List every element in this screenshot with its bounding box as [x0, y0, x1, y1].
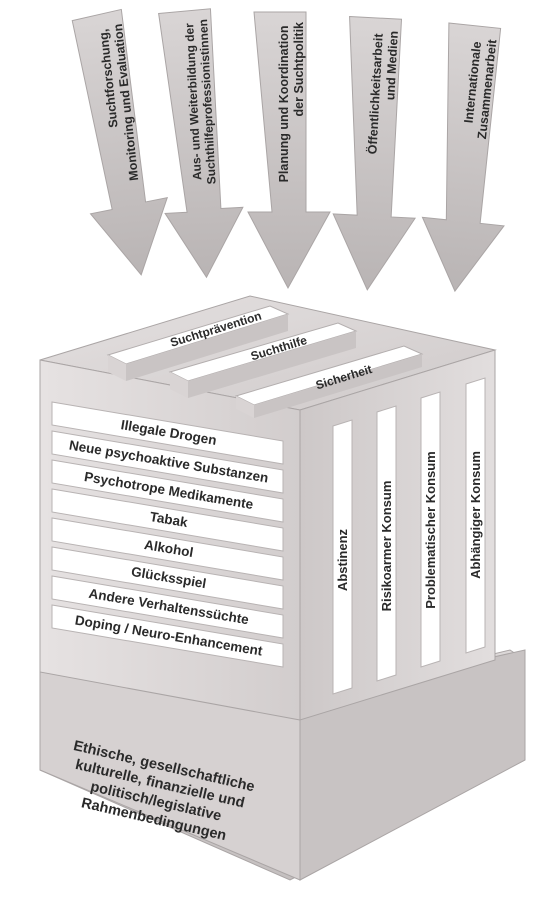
side-column-4: Abhängiger Konsum [465, 377, 486, 654]
arrow-4: Öffentlichkeitsarbeit und Medien [332, 15, 417, 291]
front-row-5: Alkohol [51, 517, 284, 581]
top-pillar-2: Suchthilfe [168, 322, 358, 398]
arrow-4-line-2: und Medien [383, 30, 401, 100]
side-column-label-4: Abhängiger Konsum [468, 451, 483, 579]
arrow-2: Aus- und Weiterbildung der Suchthilfepro… [158, 8, 244, 279]
side-column-label-1: Abstinenz [335, 528, 350, 591]
side-column-label-2: Risikoarmer Konsum [379, 481, 394, 612]
side-column-2: Risikoarmer Konsum [376, 405, 397, 682]
arrow-4-line-1: Öffentlichkeitsarbeit [364, 32, 385, 154]
arrow-1: Suchtforschung, Monitoring und Evaluatio… [71, 8, 169, 276]
side-column-3: Problematischer Konsum [420, 391, 441, 668]
arrow-5: Internationale Zusammenarbeit [421, 22, 505, 293]
side-column-1: Abstinenz [332, 419, 353, 695]
front-row-4: Tabak [51, 488, 284, 552]
front-row-label-4: Tabak [149, 509, 189, 530]
top-pillar-1: Suchtprävention [106, 305, 290, 381]
arrow-3-line-1: Planung und Koordination [277, 25, 291, 182]
svg-text:Planung und Koordination: Planung und Koordination der Suchtpoliti… [277, 22, 306, 182]
arrow-3: Planung und Koordination der Suchtpoliti… [247, 11, 331, 290]
side-column-label-3: Problematischer Konsum [423, 451, 438, 609]
arrow-3-line-2: der Suchtpolitik [292, 22, 306, 117]
svg-text:Öffentlichkeitsarbeit un: Öffentlichkeitsarbeit und Medien [364, 30, 400, 156]
